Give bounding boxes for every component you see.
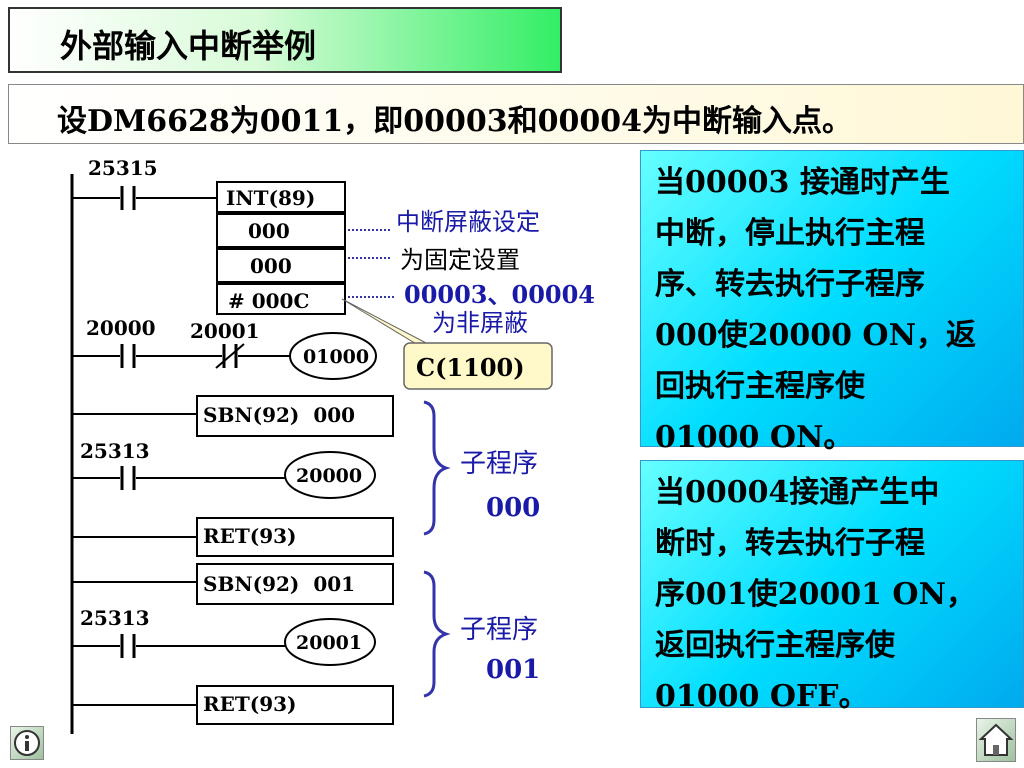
coil-label-20001: 20001 xyxy=(296,632,362,654)
explanation-2-line: 序001使20001 ON， xyxy=(655,577,976,612)
ret-000-block xyxy=(196,517,394,557)
brace-sub-001 xyxy=(423,570,451,698)
annotation-mask-setting: 中断屏蔽设定 xyxy=(396,208,540,236)
annotation-inputs: 00003、00004 xyxy=(404,280,595,309)
coil-label-01000: 01000 xyxy=(303,346,369,368)
no-contact-25313-b xyxy=(72,634,285,658)
brace-sub-000 xyxy=(423,400,451,536)
explanation-panel-2: 当00004接通产生中 断时，转去执行子程 序001使20001 ON， 返回执… xyxy=(640,460,1024,714)
ladder-diagram: 25315 INT(89) 000 000 # 000C 中断屏蔽设定 为固定设… xyxy=(70,156,595,734)
explanation-1-line: 当00003 接通时产生 xyxy=(655,165,950,200)
ret-001-block xyxy=(196,685,394,725)
sbn-000-block xyxy=(196,395,394,437)
contact-label-20001: 20001 xyxy=(190,319,260,343)
explanation-1-line: 01000 ON。 xyxy=(655,420,854,455)
explanation-2-line: 断时，转去执行子程 xyxy=(655,526,925,561)
contact-label-25315: 25315 xyxy=(88,156,158,180)
coil-20001 xyxy=(284,618,376,666)
nc-contact-20001 xyxy=(215,343,290,369)
callout-box xyxy=(403,342,553,390)
annotation-fixed: 为固定设置 xyxy=(400,246,520,274)
explanation-2-line: 返回执行主程序使 xyxy=(655,628,895,663)
explanation-1-line: 序、转去执行子程序 xyxy=(655,267,925,302)
sbn-000-text: SBN(92) 000 xyxy=(203,403,355,427)
ret-001-text: RET(93) xyxy=(203,692,297,716)
subroutine-000-number: 000 xyxy=(486,493,540,523)
ret-000-text: RET(93) xyxy=(203,524,297,548)
no-contact-25313-a xyxy=(72,466,285,490)
int-opcode: INT(89) xyxy=(226,186,315,210)
home-button[interactable] xyxy=(976,718,1016,762)
contact-label-25313-b: 25313 xyxy=(80,606,150,630)
contact-label-25313-a: 25313 xyxy=(80,439,150,463)
subroutine-001-number: 001 xyxy=(486,655,540,685)
int-operand-2: 000 xyxy=(250,254,292,278)
int-operand-3: # 000C xyxy=(228,289,309,313)
coil-20000 xyxy=(284,451,376,499)
sbn-001-block xyxy=(196,563,394,605)
subroutine-001-label: 子程序 xyxy=(460,615,538,645)
page-title: 外部输入中断举例 xyxy=(60,27,317,65)
info-icon xyxy=(14,730,40,756)
explanation-2-line: 01000 OFF。 xyxy=(655,679,869,714)
page-subtitle: 设DM6628为0011，即00003和00004为中断输入点。 xyxy=(57,104,852,139)
callout-text: C(1100) xyxy=(416,353,525,382)
title-banner: 外部输入中断举例 xyxy=(8,7,562,73)
no-contact-20000 xyxy=(72,344,222,368)
subroutine-000-label: 子程序 xyxy=(460,449,538,479)
explanation-panel-1: 当00003 接通时产生 中断，停止执行主程 序、转去执行子程序 000使200… xyxy=(640,150,1024,455)
explanation-1-line: 回执行主程序使 xyxy=(655,369,865,404)
no-contact-25315 xyxy=(72,186,217,210)
subtitle-banner: 设DM6628为0011，即00003和00004为中断输入点。 xyxy=(8,84,1024,144)
explanation-2-line: 当00004接通产生中 xyxy=(655,475,940,510)
coil-01000 xyxy=(289,332,377,380)
annotation-unmask: 为非屏蔽 xyxy=(432,309,528,337)
home-icon xyxy=(978,723,1014,756)
contact-label-20000: 20000 xyxy=(86,316,156,340)
sbn-001-text: SBN(92) 001 xyxy=(203,572,355,596)
explanation-1-line: 000使20000 ON，返 xyxy=(655,318,976,353)
info-button[interactable] xyxy=(10,726,44,760)
coil-label-20000: 20000 xyxy=(296,465,362,487)
int-operand-1: 000 xyxy=(248,219,290,243)
annotation-dots xyxy=(348,229,394,298)
explanation-1-line: 中断，停止执行主程 xyxy=(655,216,925,251)
int-block: INT(89) 000 000 # 000C xyxy=(216,181,346,315)
